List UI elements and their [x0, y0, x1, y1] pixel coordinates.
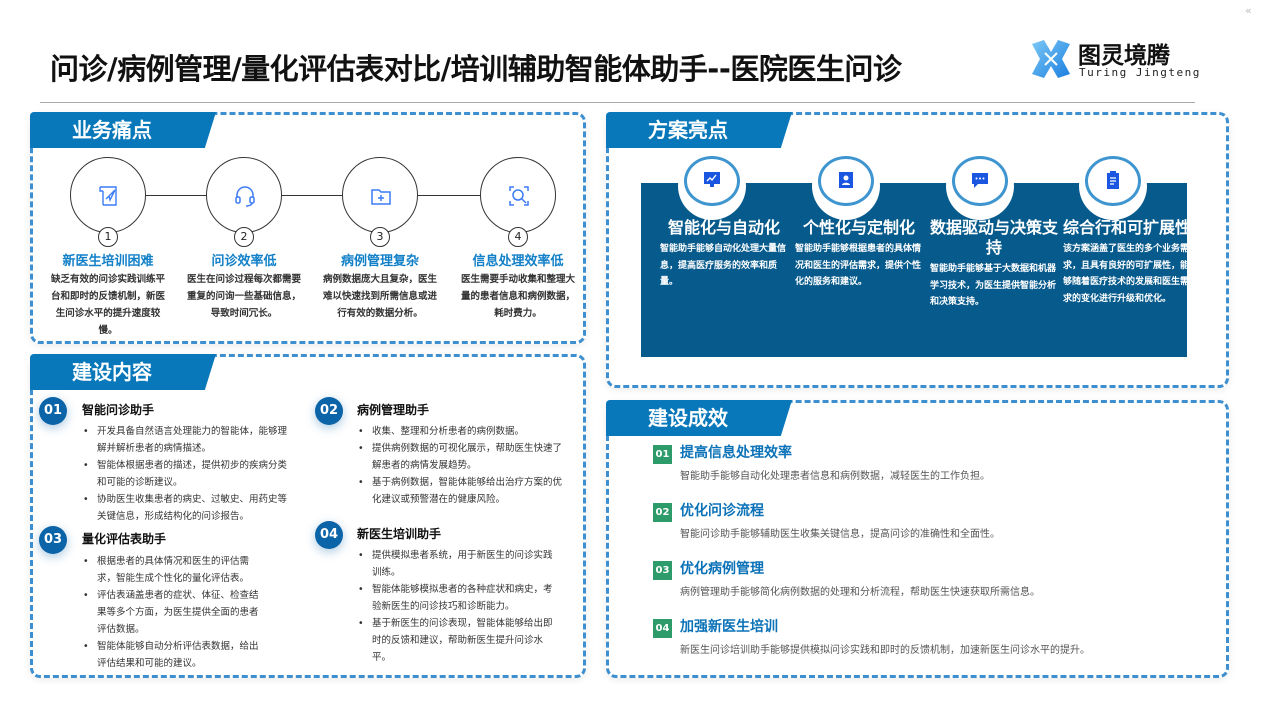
highlights-header: 方案亮点 [606, 112, 792, 148]
pain-point-number: 1 [98, 227, 118, 247]
content-number-badge: 04 [315, 521, 343, 549]
contact-book-icon [839, 172, 853, 188]
pain-points-header: 业务痛点 [30, 112, 216, 148]
highlight-icon-circle [812, 152, 880, 220]
pain-point-desc: 缺乏有效的问诊实践训练平台和即时的反馈机制，新医生问诊水平的提升速度较慢。 [51, 274, 166, 336]
result-desc: 新医生问诊培训助手能够提供模拟问诊实践和即时的反馈机制，加速新医生问诊水平的提升… [680, 645, 1090, 656]
content-number-badge: 02 [315, 397, 343, 425]
pain-point-circle [206, 157, 282, 233]
highlight-title: 智能化与自动化 [667, 218, 780, 237]
content-header: 建设内容 [30, 354, 216, 390]
result-desc: 病例管理助手能够简化病例数据的处理和分析流程，帮助医生快速获取所需信息。 [680, 587, 1040, 598]
monitor-chart-icon [704, 172, 720, 187]
content-item-title: 量化评估表助手 [82, 532, 167, 546]
highlight-desc: 该方案涵盖了医生的多个业务需求，且具有良好的可扩展性，能够随着医疗技术的发展和医… [1063, 244, 1190, 304]
folder-add-icon [371, 189, 391, 205]
content-item-title: 病例管理助手 [357, 403, 430, 417]
bullet-item: 协助医生收集患者的病史、过敏史、用药史等关键信息，形成结构化的问诊报告。 [83, 491, 290, 525]
result-desc: 智能问诊助手能够辅助医生收集关键信息，提高问诊的准确性和全面性。 [680, 529, 1000, 540]
result-desc: 智能助手能够自动化处理患者信息和病例数据，减轻医生的工作负担。 [680, 471, 990, 482]
content-item-title: 智能问诊助手 [82, 403, 155, 417]
content-bullets: 开发具备自然语言处理能力的智能体，能够理解并解析患者的病情描述。 智能体根据患者… [83, 423, 290, 525]
result-title: 提高信息处理效率 [680, 445, 792, 461]
pain-point-title: 问诊效率低 [211, 254, 277, 269]
page-title: 问诊/病例管理/量化评估表对比/培训辅助智能体助手--医院医生问诊 [50, 52, 902, 86]
results-header: 建设成效 [606, 400, 792, 436]
headset-icon [235, 186, 255, 207]
bullet-item: 开发具备自然语言处理能力的智能体，能够理解并解析患者的病情描述。 [83, 423, 290, 457]
scan-search-icon [509, 186, 529, 206]
connector-line [282, 195, 342, 197]
highlight-item: 智能化与自动化智能助手能够自动化处理大量信息，提高医疗服务的效率和质量。 [660, 218, 788, 291]
pain-point-title: 新医生培训困难 [62, 254, 154, 269]
chat-bubble-icon [972, 173, 988, 188]
bullet-item: 智能体能够模拟患者的各种症状和病史，考验新医生的问诊技巧和诊断能力。 [358, 581, 560, 615]
logo-text-cn: 图灵境腾 [1078, 43, 1170, 69]
bullet-item: 根据患者的具体情况和医生的评估需求，智能生成个性化的量化评估表。 [83, 553, 265, 587]
result-number: 04 [653, 619, 672, 638]
logo-text-en: Turing Jingteng [1079, 66, 1201, 79]
content-item-title: 新医生培训助手 [357, 527, 442, 541]
highlight-title: 数据驱动与决策支持 [930, 218, 1059, 257]
bullet-item: 提供病例数据的可视化展示，帮助医生快速了解患者的病情发展趋势。 [358, 440, 565, 474]
content-number-badge: 03 [39, 526, 67, 554]
logo-mark-icon [1032, 40, 1070, 78]
bullet-item: 基于新医生的问诊表现，智能体能够给出即时的反馈和建议，帮助新医生提升问诊水平。 [358, 615, 560, 666]
result-title: 优化问诊流程 [680, 503, 764, 519]
pain-point-item: 新医生培训困难缺乏有效的问诊实践训练平台和即时的反馈机制，新医生问诊水平的提升速… [43, 250, 173, 339]
result-number: 03 [653, 561, 672, 580]
highlight-desc: 智能助手能够根据患者的具体情况和医生的评估需求，提供个性化的服务和建议。 [795, 244, 922, 287]
result-title: 加强新医生培训 [680, 619, 778, 635]
highlight-icon-circle [1079, 152, 1147, 220]
logo: 图灵境腾 Turing Jingteng [1030, 36, 1199, 82]
pain-point-item: 问诊效率低医生在问诊过程每次都需要重复的问询一些基础信息，导致时间冗长。 [179, 250, 309, 322]
highlight-desc: 智能助手能够基于大数据和机器学习技术，为医生提供智能分析和决策支持。 [930, 264, 1057, 307]
content-bullets: 收集、整理和分析患者的病例数据。 提供病例数据的可视化展示，帮助医生快速了解患者… [358, 423, 565, 508]
bullet-item: 收集、整理和分析患者的病例数据。 [358, 423, 565, 440]
bullet-item: 提供模拟患者系统，用于新医生的问诊实践训练。 [358, 547, 560, 581]
highlight-item: 综合行和可扩展性该方案涵盖了医生的多个业务需求，且具有良好的可扩展性，能够随着医… [1063, 218, 1191, 307]
pain-point-number: 2 [234, 227, 254, 247]
highlight-title: 综合行和可扩展性 [1063, 218, 1192, 237]
content-bullets: 提供模拟患者系统，用于新医生的问诊实践训练。 智能体能够模拟患者的各种症状和病史… [358, 547, 560, 666]
content-bullets: 根据患者的具体情况和医生的评估需求，智能生成个性化的量化评估表。 评估表涵盖患者… [83, 553, 265, 672]
highlight-desc: 智能助手能够自动化处理大量信息，提高医疗服务的效率和质量。 [660, 244, 787, 287]
clipboard-icon [1107, 171, 1119, 189]
pain-point-circle [480, 157, 556, 233]
pain-point-title: 信息处理效率低 [472, 254, 564, 269]
header-divider [40, 102, 1195, 103]
pain-point-number: 4 [508, 227, 528, 247]
pain-point-desc: 医生在问诊过程每次都需要重复的问询一些基础信息，导致时间冗长。 [187, 274, 302, 319]
pain-point-circle [342, 157, 418, 233]
pain-point-item: 病例管理复杂病例数据庞大且复杂，医生难以快速找到所需信息或进行有效的数据分析。 [315, 250, 445, 322]
connector-line [418, 195, 480, 197]
bullet-item: 智能体根据患者的描述，提供初步的疾病分类和可能的诊断建议。 [83, 457, 290, 491]
highlight-item: 个性化与定制化智能助手能够根据患者的具体情况和医生的评估需求，提供个性化的服务和… [795, 218, 923, 291]
result-title: 优化病例管理 [680, 561, 764, 577]
pain-point-number: 3 [370, 227, 390, 247]
connector-line [146, 195, 206, 197]
highlight-icon-circle [946, 152, 1014, 220]
pain-point-title: 病例管理复杂 [340, 254, 419, 269]
content-number-badge: 01 [39, 397, 67, 425]
pain-point-desc: 病例数据庞大且复杂，医生难以快速找到所需信息或进行有效的数据分析。 [323, 274, 438, 319]
bullet-item: 基于病例数据，智能体能够给出治疗方案的优化建议或预警潜在的健康风险。 [358, 474, 565, 508]
document-send-icon [99, 186, 117, 206]
collapse-icon[interactable]: « [1245, 4, 1252, 17]
pain-point-desc: 医生需要手动收集和整理大量的患者信息和病例数据，耗时费力。 [461, 274, 576, 319]
result-number: 02 [653, 503, 672, 522]
highlight-icon-circle [678, 152, 746, 220]
highlight-title: 个性化与定制化 [802, 218, 915, 237]
pain-point-circle [70, 157, 146, 233]
results-panel [606, 400, 1229, 678]
highlight-item: 数据驱动与决策支持智能助手能够基于大数据和机器学习技术，为医生提供智能分析和决策… [930, 218, 1058, 311]
bullet-item: 智能体能够自动分析评估表数据，给出评估结果和可能的建议。 [83, 638, 265, 672]
pain-point-item: 信息处理效率低医生需要手动收集和整理大量的患者信息和病例数据，耗时费力。 [453, 250, 583, 322]
bullet-item: 评估表涵盖患者的症状、体征、检查结果等多个方面，为医生提供全面的患者评估数据。 [83, 587, 265, 638]
result-number: 01 [653, 445, 672, 464]
